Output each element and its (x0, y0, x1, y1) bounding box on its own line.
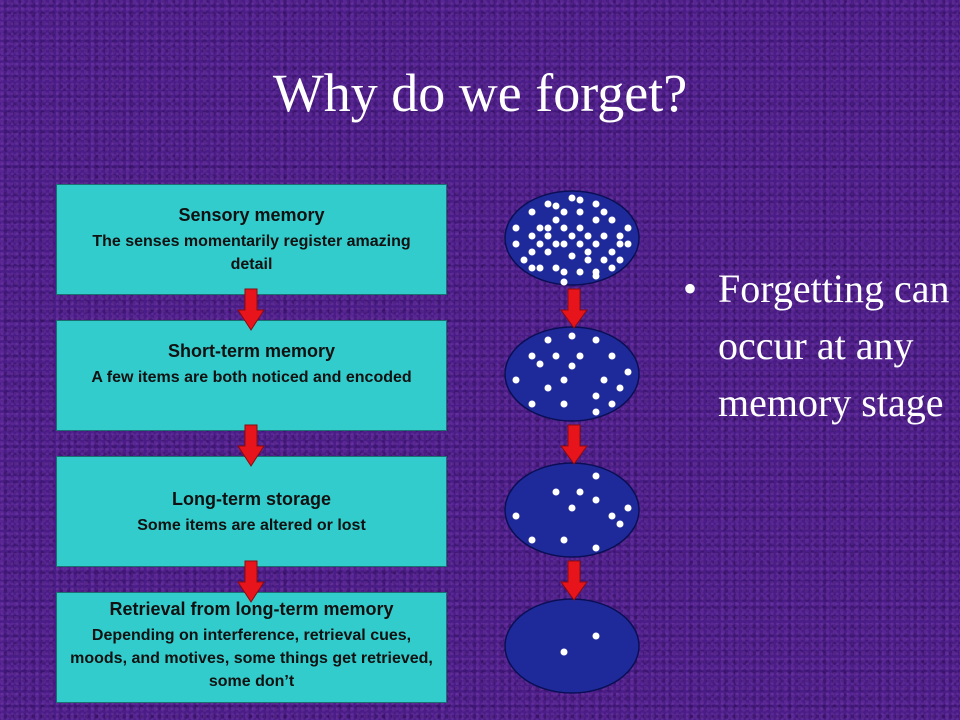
stage-box-retrieval: Retrieval from long-term memory Dependin… (56, 592, 447, 703)
stage-box-short-term-memory: Short-term memory A few items are both n… (56, 320, 447, 431)
stage-title: Short-term memory (167, 341, 336, 361)
stage-title: Retrieval from long-term memory (109, 599, 394, 619)
slide-title: Why do we forget? (272, 63, 688, 123)
stage-description: Some items are altered or lost (137, 517, 366, 534)
down-arrow-icon (237, 424, 265, 467)
down-arrow-icon (237, 560, 265, 603)
stage-box-long-term-storage: Long-term storage Some items are altered… (56, 456, 447, 567)
down-arrow-icon (560, 288, 588, 329)
memory-ellipse-short-term (504, 326, 640, 422)
memory-dots-long-term (512, 472, 632, 552)
stage-title: Long-term storage (171, 489, 331, 509)
bullet-marker: • (683, 266, 698, 311)
stage-box-sensory-memory: Sensory memory The senses momentarily re… (56, 184, 447, 295)
stage-description: Depending on interference, retrieval cue… (70, 627, 433, 690)
down-arrow-icon (560, 424, 588, 465)
memory-dots-retrieval (560, 632, 600, 656)
down-arrow-icon (237, 288, 265, 331)
stage-description: A few items are both noticed and encoded (91, 369, 412, 386)
down-arrow-icon (560, 560, 588, 601)
memory-dots-sensory (512, 194, 632, 286)
stage-description: The senses momentarily register amazing … (92, 233, 411, 273)
memory-dots-short-term (512, 332, 632, 416)
bullet-text: Forgetting can occur at any memory stage (718, 266, 950, 425)
stage-title: Sensory memory (178, 205, 325, 225)
memory-ellipse-retrieval (504, 598, 640, 694)
bullet-list: • Forgetting can occur at any memory sta… (683, 260, 953, 431)
